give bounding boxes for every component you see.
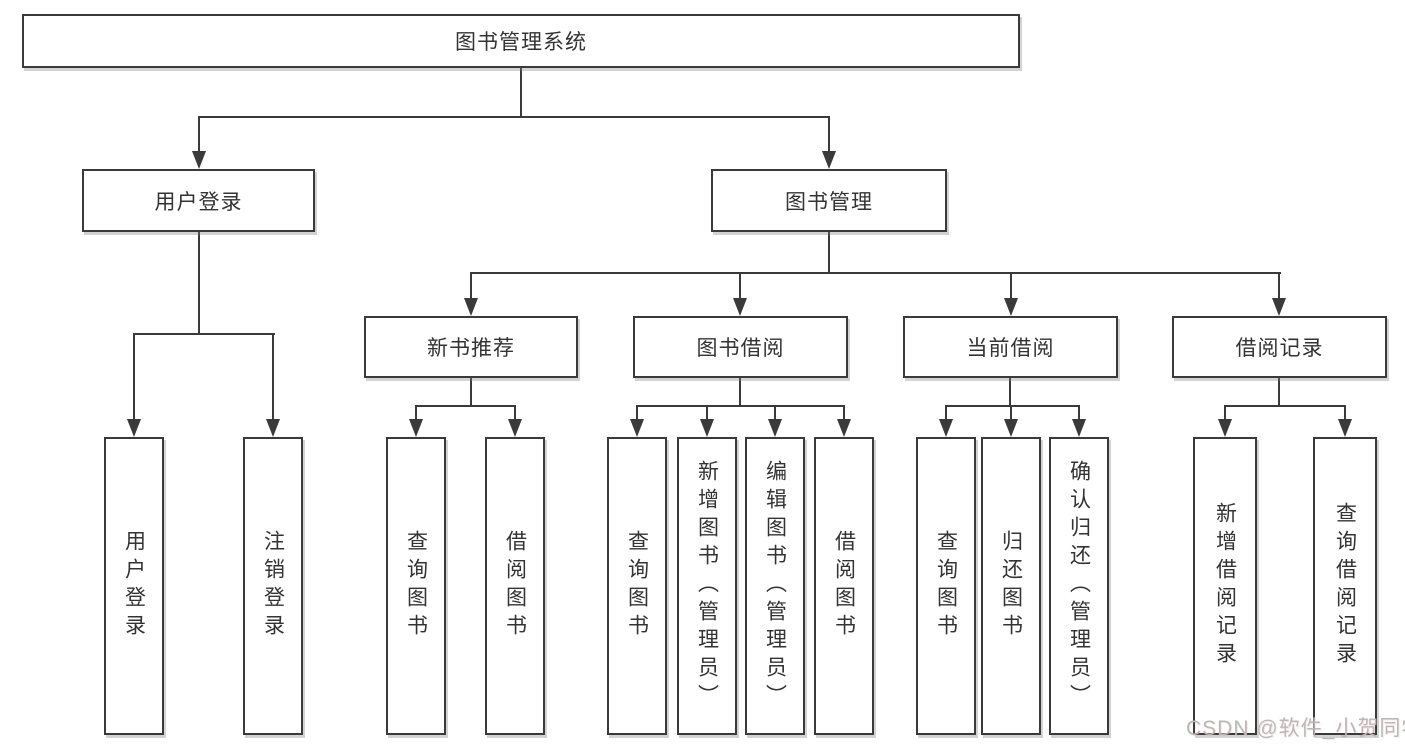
leaf-user-login-label: 用户登录 <box>122 530 146 642</box>
leaf-query-book-3: 查询图书 <box>916 437 976 735</box>
node-current-borrow-label: 当前借阅 <box>966 337 1055 360</box>
leaf-query-book-1: 查询图书 <box>386 437 446 735</box>
leaf-logout: 注销登录 <box>243 437 303 735</box>
node-root-label: 图书管理系统 <box>455 31 587 54</box>
csdn-watermark: CSDN @软件_小贺同学 <box>1186 717 1405 740</box>
connector-g4-stem <box>1009 378 1011 407</box>
connector-leaf-drop <box>1224 405 1226 421</box>
node-user-login: 用户登录 <box>82 169 315 232</box>
node-book-mgmt-label: 图书管理 <box>785 190 873 214</box>
connector-bookmgmt-stem <box>828 232 830 274</box>
leaf-add-book: 新增图书（管理员） <box>677 437 737 735</box>
arrow-to-new-book-rec <box>464 298 478 316</box>
connector-userlogin-drop <box>198 116 200 152</box>
connector-g2-stem <box>470 378 472 407</box>
arrow-to-leaf-query-book-3 <box>939 419 953 437</box>
leaf-borrow-book-1: 借阅图书 <box>485 437 545 735</box>
arrow-to-leaf-borrow-book-2 <box>837 419 851 437</box>
connector-bookmgmt-drop <box>828 116 830 152</box>
connector-leaf-drop <box>272 333 274 421</box>
connector-userlogin-hline <box>133 333 275 335</box>
arrow-to-current-borrow <box>1004 298 1018 316</box>
connector-leaf-drop <box>514 405 516 421</box>
leaf-user-login: 用户登录 <box>104 437 164 735</box>
connector-level2-hline <box>198 116 830 118</box>
connector-l3-drop <box>1010 272 1012 300</box>
leaf-query-book-3-label: 查询图书 <box>934 530 958 642</box>
leaf-confirm-return-label: 确认归还（管理员） <box>1067 460 1091 712</box>
arrow-to-leaf-query-book-2 <box>630 419 644 437</box>
arrow-to-leaf-return-book <box>1004 419 1018 437</box>
leaf-edit-book: 编辑图书（管理员） <box>745 437 805 735</box>
connector-leaf-drop <box>1010 405 1012 421</box>
connector-g4-hline <box>945 405 1080 407</box>
connector-l3-drop <box>739 272 741 300</box>
connector-leaf-drop <box>1344 405 1346 421</box>
leaf-logout-label: 注销登录 <box>261 530 285 642</box>
connector-leaf-drop <box>945 405 947 421</box>
node-book-borrow: 图书借阅 <box>633 316 848 378</box>
connector-leaf-drop <box>706 405 708 421</box>
leaf-query-record: 查询借阅记录 <box>1313 437 1377 735</box>
connector-leaf-drop <box>843 405 845 421</box>
leaf-add-record-label: 新增借阅记录 <box>1213 502 1237 670</box>
arrow-to-leaf-logout <box>266 419 280 437</box>
connector-leaf-drop <box>415 405 417 421</box>
arrow-to-leaf-query-book-1 <box>409 419 423 437</box>
leaf-add-book-label: 新增图书（管理员） <box>695 460 719 712</box>
arrow-to-leaf-borrow-book-1 <box>508 419 522 437</box>
connector-l3-drop <box>1278 272 1280 300</box>
arrow-to-leaf-add-record <box>1218 419 1232 437</box>
arrow-to-book-mgmt <box>822 151 836 169</box>
arrow-to-user-login <box>192 151 206 169</box>
leaf-borrow-book-2: 借阅图书 <box>814 437 874 735</box>
connector-g5-hline <box>1224 405 1346 407</box>
leaf-query-book-2: 查询图书 <box>607 437 667 735</box>
node-new-book-rec: 新书推荐 <box>364 316 578 378</box>
connector-g3-hline <box>636 405 845 407</box>
leaf-query-book-2-label: 查询图书 <box>625 530 649 642</box>
arrow-to-leaf-user-login <box>127 419 141 437</box>
leaf-borrow-book-1-label: 借阅图书 <box>503 530 527 642</box>
node-borrow-records: 借阅记录 <box>1172 316 1387 378</box>
connector-l3-drop <box>470 272 472 300</box>
node-new-book-rec-label: 新书推荐 <box>427 337 515 360</box>
connector-leaf-drop <box>1078 405 1080 421</box>
leaf-edit-book-label: 编辑图书（管理员） <box>763 460 787 712</box>
connector-g2-hline <box>415 405 516 407</box>
arrow-to-book-borrow <box>733 298 747 316</box>
connector-leaf-drop <box>774 405 776 421</box>
node-current-borrow: 当前借阅 <box>903 316 1118 378</box>
leaf-return-book: 归还图书 <box>981 437 1041 735</box>
node-book-borrow-label: 图书借阅 <box>696 337 785 360</box>
connector-level3-hline <box>470 272 1281 274</box>
connector-userlogin-stem <box>198 232 200 335</box>
connector-leaf-drop <box>636 405 638 421</box>
node-book-mgmt: 图书管理 <box>711 169 947 232</box>
arrow-to-leaf-query-record <box>1338 419 1352 437</box>
leaf-borrow-book-2-label: 借阅图书 <box>832 530 856 642</box>
arrow-to-leaf-add-book <box>700 419 714 437</box>
leaf-add-record: 新增借阅记录 <box>1193 437 1257 735</box>
leaf-query-book-1-label: 查询图书 <box>404 530 428 642</box>
connector-g3-stem <box>739 378 741 407</box>
leaf-return-book-label: 归还图书 <box>999 530 1023 642</box>
leaf-query-record-label: 查询借阅记录 <box>1333 502 1357 670</box>
connector-g5-stem <box>1278 378 1280 407</box>
connector-root-stem <box>520 68 522 118</box>
arrow-to-borrow-records <box>1272 298 1286 316</box>
leaf-confirm-return: 确认归还（管理员） <box>1049 437 1109 735</box>
node-user-login-label: 用户登录 <box>154 190 243 214</box>
node-borrow-records-label: 借阅记录 <box>1235 337 1324 360</box>
arrow-to-leaf-confirm-return <box>1072 419 1086 437</box>
node-root: 图书管理系统 <box>22 14 1020 68</box>
arrow-to-leaf-edit-book <box>768 419 782 437</box>
connector-leaf-drop <box>133 333 135 421</box>
